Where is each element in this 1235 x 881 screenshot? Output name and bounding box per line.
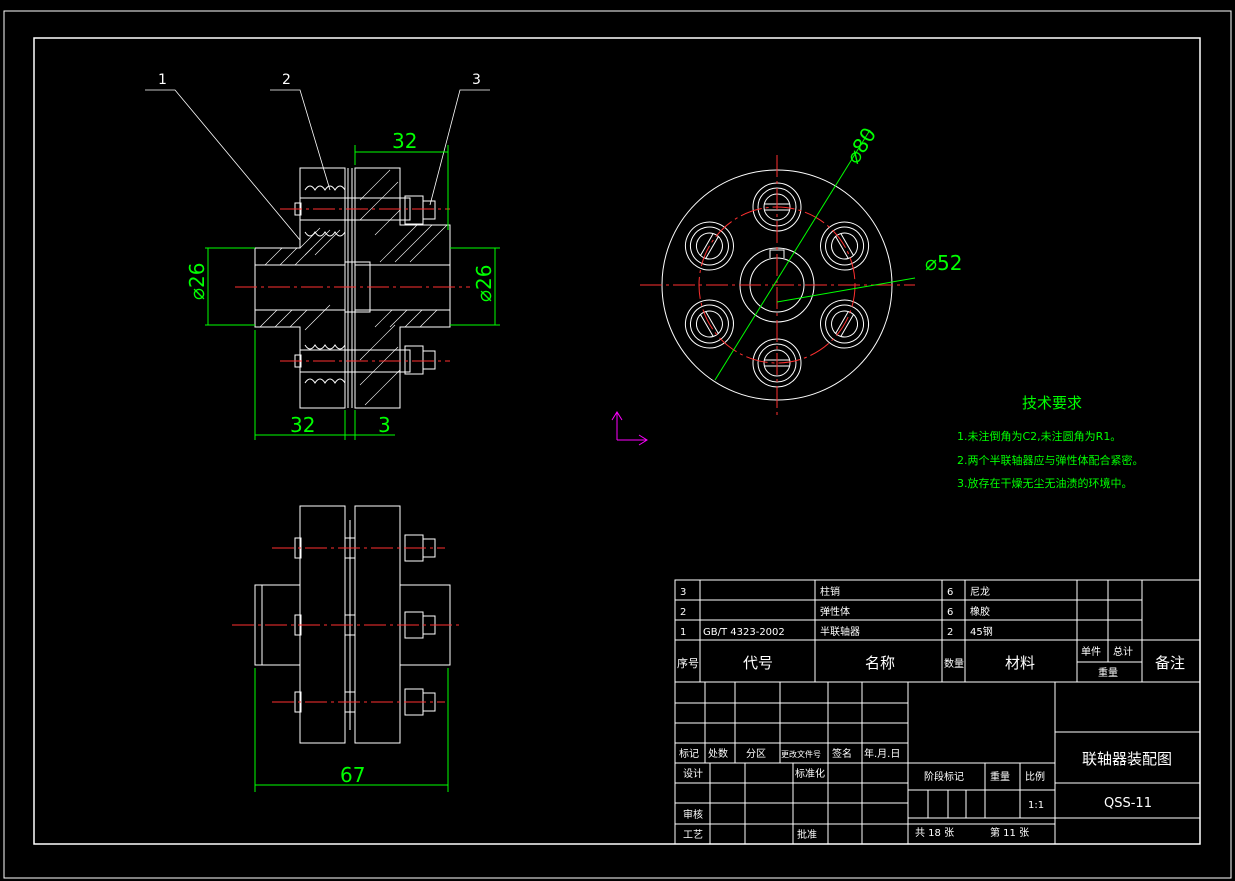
balloon-1: 1 [158, 72, 167, 88]
bom-table [674, 579, 1201, 683]
bom-r1-name: 柱销 [820, 585, 840, 598]
rev-h-date: 年.月.日 [864, 747, 900, 760]
tb-sheet-no: 第 11 张 [990, 826, 1029, 839]
tech-item-3: 3.放存在干燥无尘无油渍的环境中。 [957, 476, 1133, 490]
bom-h-remark: 备注 [1155, 654, 1185, 672]
dim-hub-dia: ⌀52 [925, 251, 963, 275]
rev-h-sign: 签名 [832, 747, 852, 760]
tb-stage-mark: 阶段标记 [924, 770, 964, 783]
tb-review: 审核 [683, 808, 703, 821]
bom-h-material: 材料 [1005, 654, 1035, 672]
balloon-2: 2 [282, 72, 291, 88]
tb-weight: 重量 [990, 770, 1010, 783]
bom-r3-code: GB/T 4323-2002 [703, 627, 785, 638]
dim-bolt-circle: ⌀80 [841, 123, 881, 168]
bom-h-no: 序号 [677, 656, 699, 670]
tech-title: 技术要求 [1022, 394, 1082, 412]
bom-h-weight: 重量 [1098, 666, 1118, 679]
bom-r1-mat: 尼龙 [970, 585, 990, 598]
tb-standard: 标准化 [795, 767, 825, 780]
bom-r2-no: 2 [680, 607, 686, 618]
dim-bottom-gap: 3 [378, 413, 391, 437]
rev-h-zone: 分区 [746, 748, 766, 760]
title-block [674, 681, 1201, 845]
outer-frame [3, 10, 1232, 879]
tb-process: 工艺 [683, 829, 703, 841]
ucs-icon [611, 411, 648, 446]
bom-r2-mat: 橡胶 [970, 605, 990, 618]
bom-h-code: 代号 [743, 654, 773, 672]
bom-r2-name: 弹性体 [820, 605, 850, 618]
tb-total-sheets: 共 18 张 [915, 827, 954, 839]
balloon-3: 3 [472, 72, 481, 88]
rev-h-count: 处数 [708, 747, 728, 760]
bom-r1-no: 3 [680, 587, 686, 598]
bom-r3-qty: 2 [947, 627, 953, 638]
tb-scale: 比例 [1025, 770, 1045, 783]
tb-approve: 批准 [797, 828, 817, 841]
tb-design: 设计 [683, 767, 703, 780]
bom-r1-qty: 6 [947, 587, 953, 598]
bom-h-total: 总计 [1113, 645, 1133, 658]
bom-r3-mat: 45钢 [970, 625, 993, 638]
tb-drawing-name: 联轴器装配图 [1082, 750, 1172, 768]
bom-h-qty: 数量 [944, 657, 964, 670]
front-section-view [254, 167, 451, 409]
tech-item-2: 2.两个半联轴器应与弹性体配合紧密。 [957, 453, 1144, 467]
dim-bottom-left: 32 [290, 413, 315, 437]
dim-left-dia: ⌀26 [185, 263, 209, 301]
tb-scale-value: 1:1 [1028, 800, 1044, 811]
bom-r3-no: 1 [680, 627, 686, 638]
bom-h-unit: 单件 [1081, 646, 1101, 658]
dim-top-width: 32 [392, 129, 417, 153]
tech-item-1: 1.未注倒角为C2,未注圆角为R1。 [957, 429, 1121, 443]
tb-drawing-no: QSS-11 [1104, 796, 1152, 811]
bom-r2-qty: 6 [947, 607, 953, 618]
bom-h-name: 名称 [865, 654, 895, 672]
rev-h-mark: 标记 [679, 748, 699, 760]
bom-r3-name: 半联轴器 [820, 625, 860, 638]
dim-overall-length: 67 [340, 763, 365, 787]
rev-h-docno: 更改文件号 [781, 749, 821, 759]
dim-right-dia: ⌀26 [472, 265, 496, 303]
inner-frame [33, 37, 1201, 845]
